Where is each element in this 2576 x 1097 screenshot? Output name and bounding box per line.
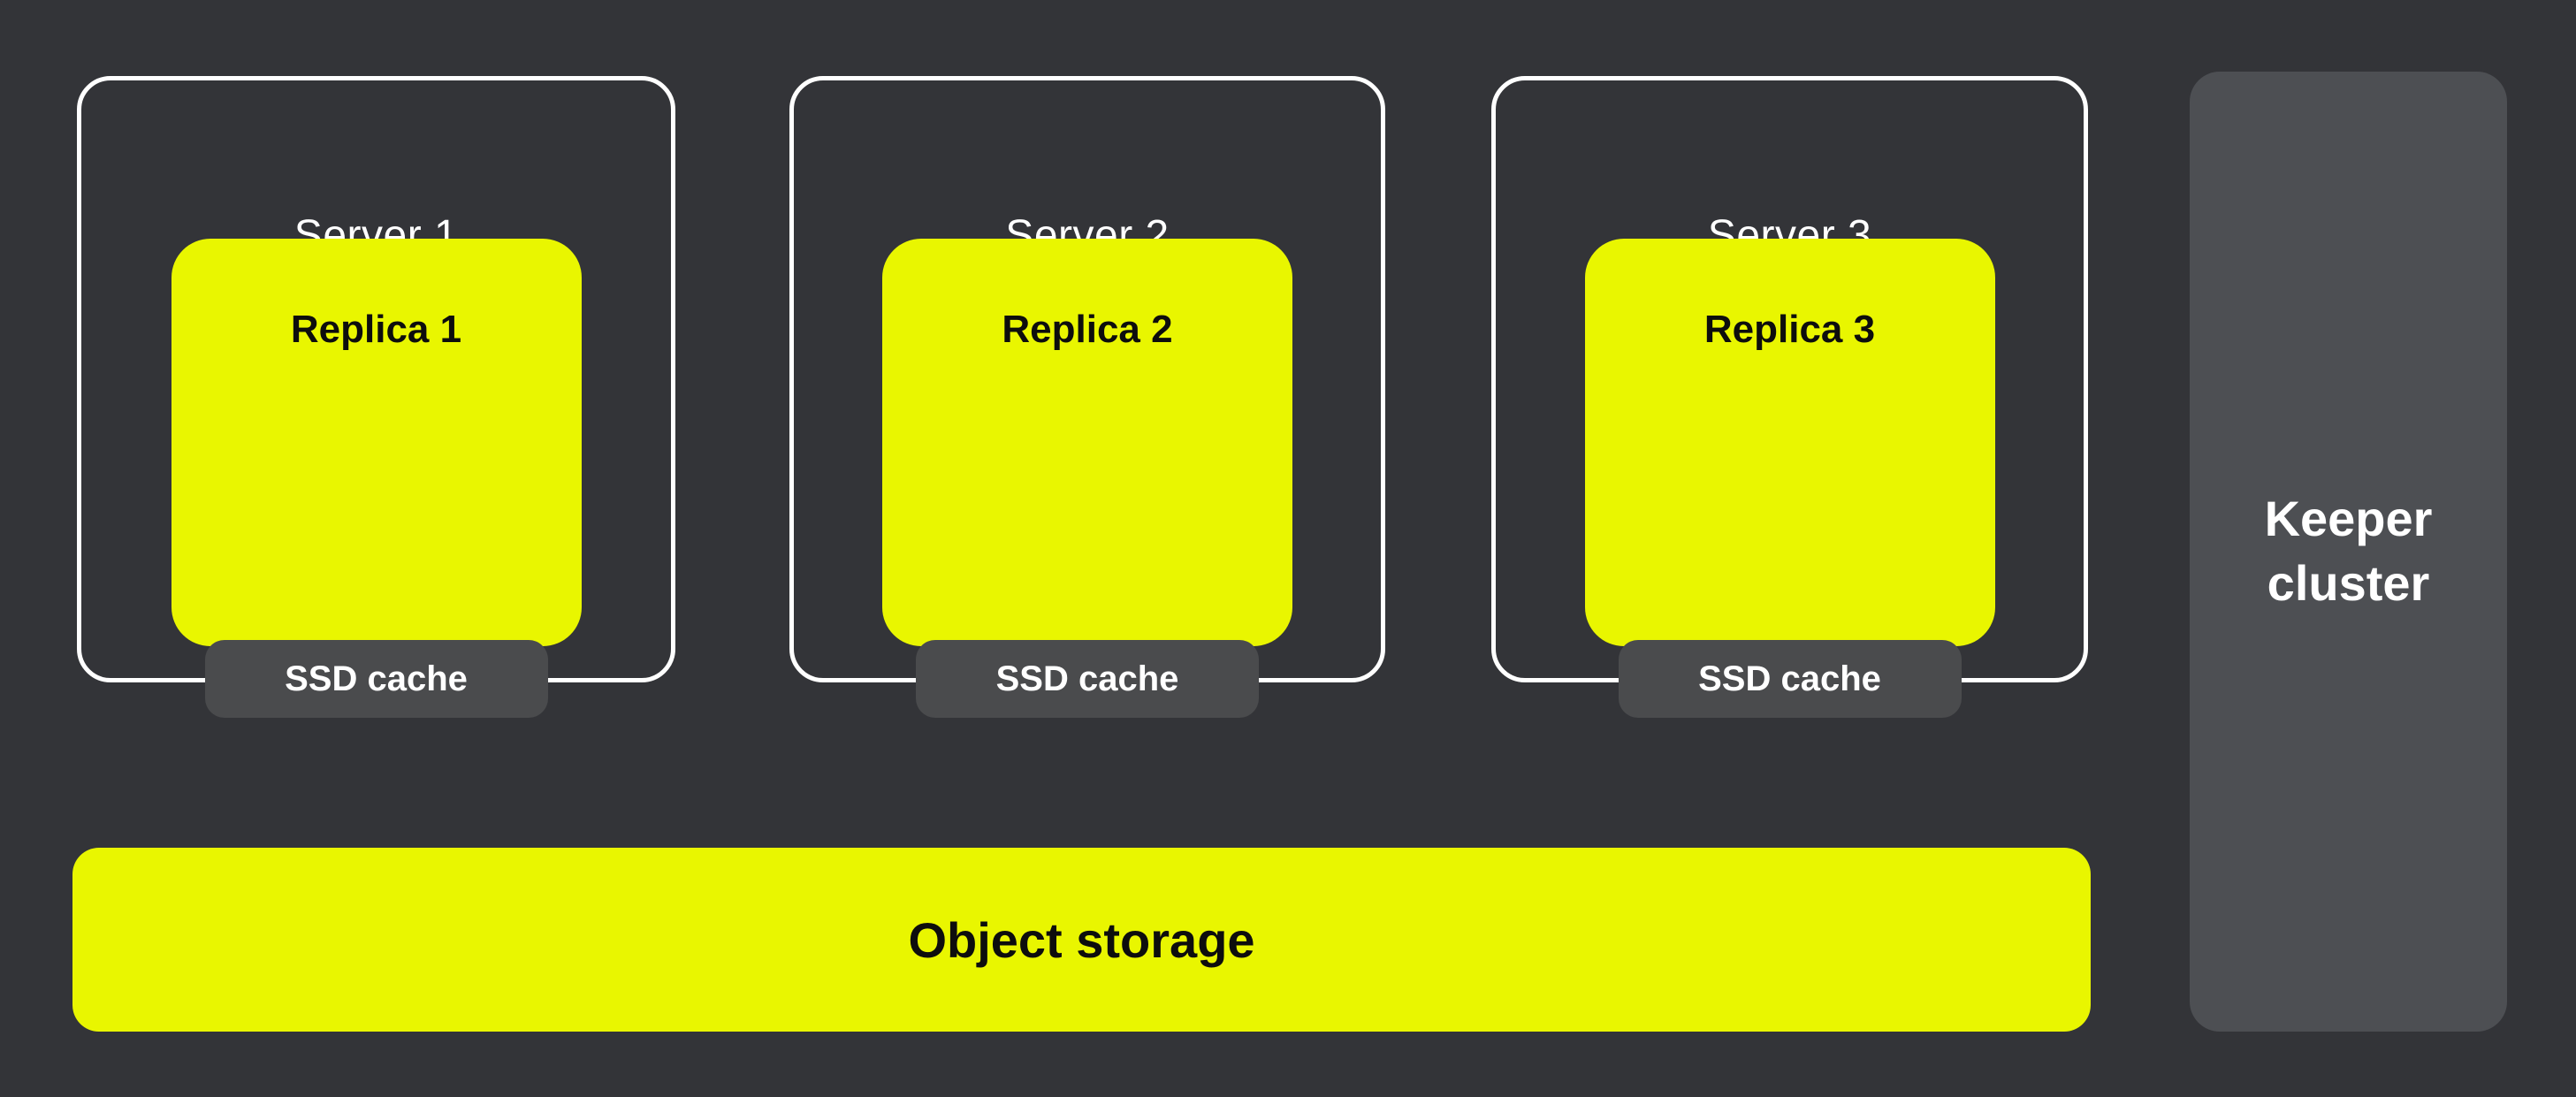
ssd-cache-badge-2: SSD cache <box>916 640 1259 718</box>
server-box-3: Server 3 Replica 3 SSD cache <box>1491 76 2088 718</box>
replica-label-1: Replica 1 <box>290 308 462 351</box>
replica-box-1: Replica 1 <box>171 239 582 646</box>
server-box-1: Server 1 Replica 1 SSD cache <box>77 76 675 718</box>
ssd-cache-badge-3: SSD cache <box>1618 640 1962 718</box>
replica-box-2: Replica 2 <box>882 239 1292 646</box>
replica-label-3: Replica 3 <box>1703 308 1876 351</box>
keeper-label-line-1: Keeper <box>2264 491 2433 547</box>
keeper-cluster-panel: Keeper cluster <box>2190 72 2507 1032</box>
object-storage-bar: Object storage <box>72 848 2091 1032</box>
ssd-cache-badge-1: SSD cache <box>204 640 548 718</box>
keeper-label-line-2: cluster <box>2267 555 2430 611</box>
object-storage-label: Object storage <box>908 911 1255 968</box>
replica-box-3: Replica 3 <box>1584 239 1995 646</box>
server-box-2: Server 2 Replica 2 SSD cache <box>789 76 1385 718</box>
replica-label-2: Replica 2 <box>1002 308 1173 351</box>
